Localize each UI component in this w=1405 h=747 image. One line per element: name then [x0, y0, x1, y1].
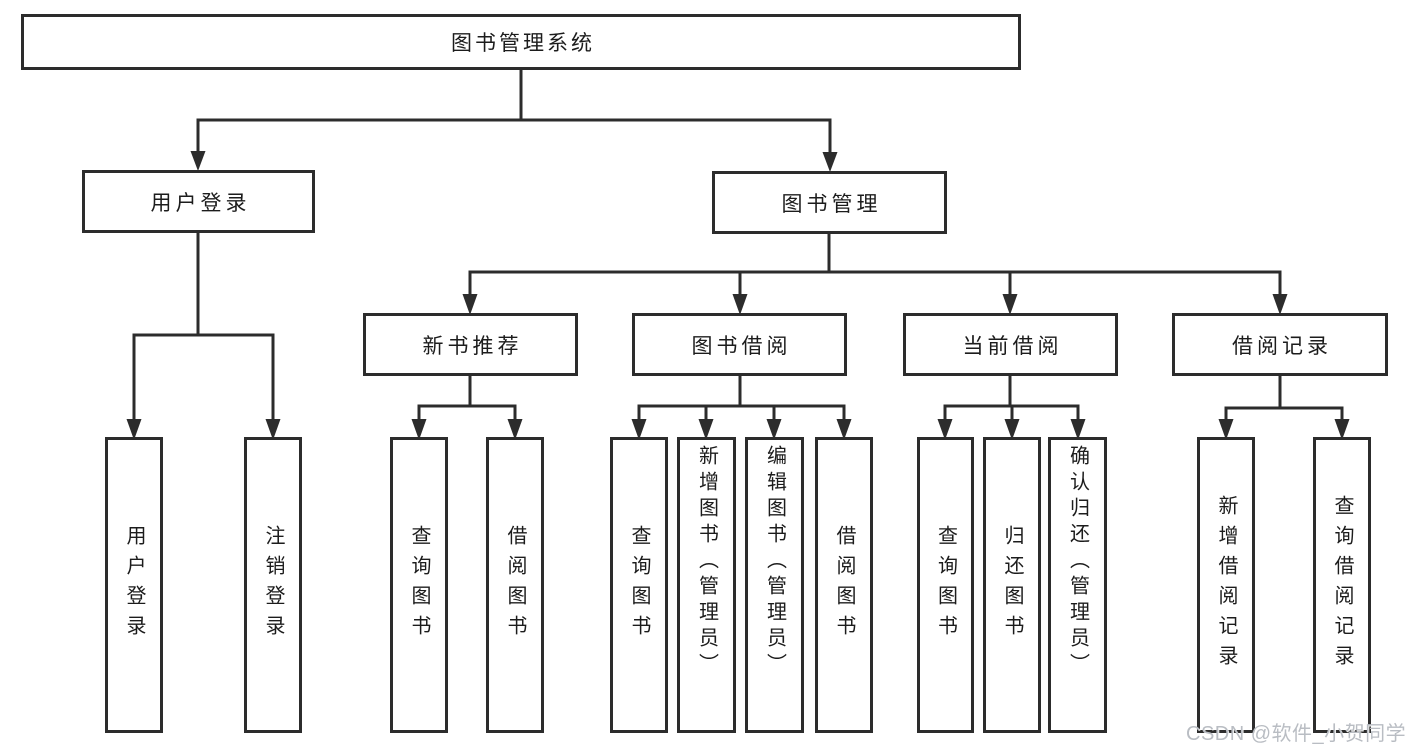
node-leaf-logout-label: 注销登录 — [262, 525, 284, 645]
node-leaf-bb-borrow-label: 借阅图书 — [833, 525, 855, 645]
node-leaf-bb-edit-label: 编辑图书（管理员） — [763, 445, 786, 679]
node-leaf-bb-add: 新增图书（管理员） — [677, 437, 736, 733]
node-new-book-rec: 新书推荐 — [363, 313, 578, 376]
node-current-borrow-label: 当前借阅 — [962, 334, 1063, 358]
node-leaf-bb-borrow: 借阅图书 — [815, 437, 873, 733]
node-book-borrow: 图书借阅 — [632, 313, 847, 376]
node-leaf-bb-add-label: 新增图书（管理员） — [695, 445, 718, 679]
node-leaf-user-login-label: 用户登录 — [123, 525, 145, 645]
node-book-borrow-label: 图书借阅 — [691, 334, 792, 358]
node-leaf-cb-confirm-label: 确认归还（管理员） — [1066, 445, 1089, 679]
node-leaf-nbr-query: 查询图书 — [390, 437, 448, 733]
node-book-mgmt: 图书管理 — [712, 171, 947, 234]
node-leaf-cb-return-label: 归还图书 — [1001, 525, 1023, 645]
node-leaf-cb-confirm: 确认归还（管理员） — [1048, 437, 1107, 733]
node-leaf-cb-query-label: 查询图书 — [934, 525, 957, 645]
node-leaf-bb-query-label: 查询图书 — [628, 525, 650, 645]
node-leaf-br-add-label: 新增借阅记录 — [1215, 495, 1237, 675]
node-new-book-rec-label: 新书推荐 — [422, 334, 523, 358]
node-user-login-label: 用户登录 — [150, 191, 251, 215]
node-leaf-nbr-borrow-label: 借阅图书 — [504, 525, 526, 645]
node-leaf-bb-query: 查询图书 — [610, 437, 668, 733]
node-leaf-br-query: 查询借阅记录 — [1313, 437, 1371, 733]
node-root: 图书管理系统 — [21, 14, 1021, 70]
node-leaf-user-login: 用户登录 — [105, 437, 163, 733]
node-leaf-nbr-query-label: 查询图书 — [408, 525, 430, 645]
node-book-mgmt-label: 图书管理 — [781, 192, 882, 216]
node-leaf-br-add: 新增借阅记录 — [1197, 437, 1255, 733]
node-current-borrow: 当前借阅 — [903, 313, 1118, 376]
node-borrow-records: 借阅记录 — [1172, 313, 1388, 376]
node-leaf-nbr-borrow: 借阅图书 — [486, 437, 544, 733]
node-leaf-br-query-label: 查询借阅记录 — [1331, 495, 1353, 675]
node-leaf-cb-query: 查询图书 — [917, 437, 974, 733]
watermark: CSDN @软件_小贺同学 — [1186, 723, 1405, 745]
node-user-login: 用户登录 — [82, 170, 315, 233]
node-root-label: 图书管理系统 — [451, 32, 595, 55]
node-borrow-records-label: 借阅记录 — [1232, 334, 1332, 358]
node-leaf-cb-return: 归还图书 — [983, 437, 1041, 733]
node-leaf-bb-edit: 编辑图书（管理员） — [745, 437, 804, 733]
node-leaf-logout: 注销登录 — [244, 437, 302, 733]
